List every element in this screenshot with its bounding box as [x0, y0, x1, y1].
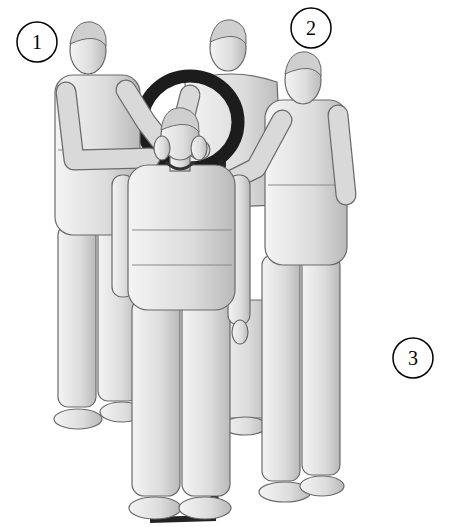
hair — [285, 52, 321, 76]
callout-circle: 3 — [392, 337, 434, 379]
callout-number: 2 — [306, 18, 316, 38]
callout-circle: 2 — [290, 7, 332, 49]
cervical-collar — [166, 162, 194, 169]
right-helper — [228, 52, 347, 502]
callout-number: 3 — [408, 348, 418, 368]
leg — [302, 255, 340, 475]
hair — [70, 22, 106, 46]
arm — [126, 90, 160, 140]
shoe — [300, 476, 344, 496]
torso — [128, 165, 235, 310]
callout-number: 1 — [32, 32, 42, 52]
arm — [228, 120, 282, 182]
helper-hand — [154, 136, 170, 160]
shoe — [129, 497, 181, 519]
seam — [132, 230, 232, 231]
circle-shape — [17, 22, 57, 62]
callout-circle: 1 — [16, 21, 58, 63]
shoe — [179, 497, 231, 519]
patient — [112, 108, 250, 519]
arm-outline — [338, 115, 346, 195]
circle-shape — [291, 8, 331, 48]
helper-hand — [191, 136, 207, 160]
belt-line — [132, 265, 232, 266]
leg — [132, 298, 180, 496]
shoe — [54, 409, 102, 429]
leg — [262, 255, 300, 481]
leg — [182, 298, 230, 496]
circle-shape — [393, 338, 433, 378]
hair — [210, 20, 246, 44]
hair — [161, 108, 199, 132]
leg — [58, 225, 96, 407]
arm-outline — [126, 90, 160, 140]
seam — [268, 185, 344, 186]
arm — [338, 115, 346, 195]
arm-outline — [228, 120, 282, 182]
hand — [232, 320, 248, 344]
